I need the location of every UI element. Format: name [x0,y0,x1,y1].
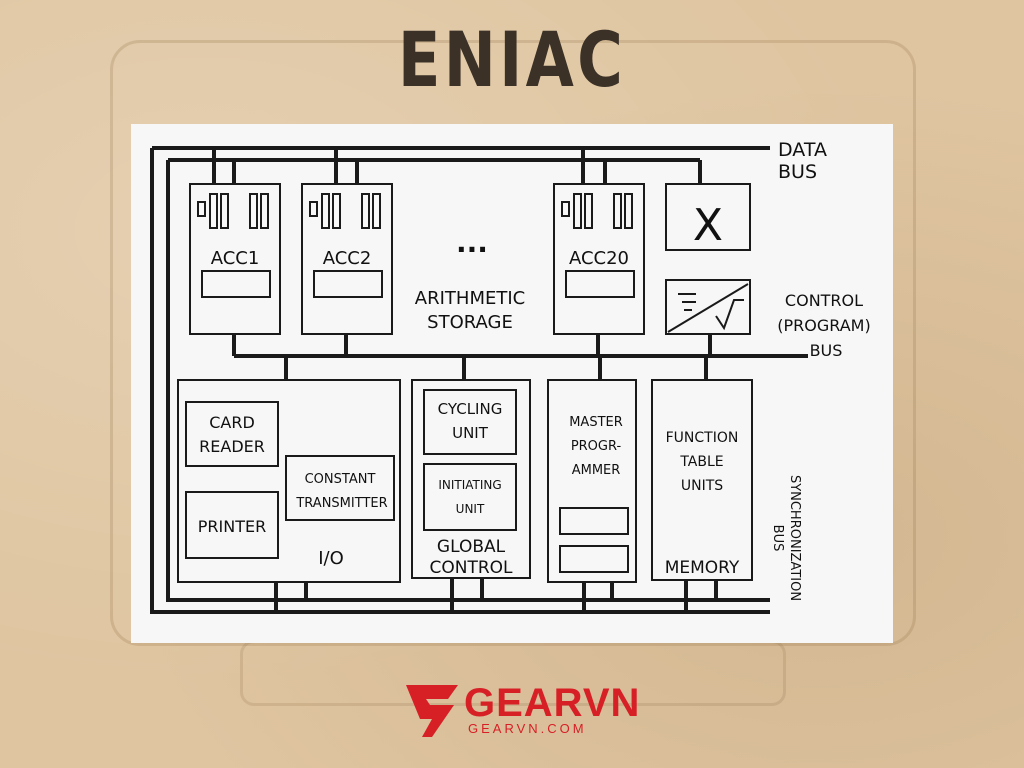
page-title: ENIAC [397,15,627,104]
global-control-label-1: GLOBAL [437,537,506,557]
gearvn-logo: GEARVN GEARVN.COM [402,681,639,741]
master-programmer-register-1 [559,507,629,535]
initiating-unit-box [423,463,517,531]
bus-lines [150,146,808,614]
constant-transmitter-label-2: TRANSMITTER [295,496,387,511]
printer-box [185,491,279,559]
printer-label: PRINTER [198,517,266,536]
divider-box [665,279,751,335]
function-table-label-3: UNITS [681,478,723,494]
master-programmer-label-3: AMMER [572,463,621,478]
accumulator-digit-marks [197,193,749,333]
acc20-register [565,270,635,298]
card-reader-box [185,401,279,467]
sync-bus-label-1: SYNCHRONIZATION [787,475,802,601]
sync-bus-taps [232,160,702,184]
cycling-unit-label-2: UNIT [452,424,489,442]
sync-bus-line [166,158,770,602]
global-control-box [411,379,531,579]
acc20-box [553,183,645,335]
bottom-bus-taps [274,578,718,612]
control-bus-label-2: (PROGRAM) [777,316,870,335]
sync-bus-label-2: BUS [770,525,785,552]
constant-transmitter-label-1: CONSTANT [305,472,376,487]
cycling-unit-label-1: CYCLING [438,400,503,418]
control-bus-label-3: BUS [810,341,843,360]
acc1-register [201,270,271,298]
data-bus-taps [212,148,585,184]
acc1-box [189,183,281,335]
data-bus-line [150,146,770,614]
cycling-unit-box [423,389,517,455]
control-bus-label-1: CONTROL [785,291,863,310]
constant-transmitter-box [285,455,395,521]
sqrt-symbol [715,299,744,331]
master-programmer-register-2 [559,545,629,573]
io-box [177,379,401,583]
master-programmer-label-2: PROGR- [571,439,622,454]
function-table-label-1: FUNCTION [666,430,739,446]
data-bus-label-2: BUS [778,161,817,183]
acc20-label: ACC20 [569,248,629,269]
control-bus-down-taps [284,356,708,380]
multiplier-box [665,183,751,251]
background-monitor-illustration [110,40,916,646]
initiating-unit-label-1: INITIATING [438,478,501,492]
card-reader-label-2: READER [199,437,265,456]
multiplier-symbol: X [693,200,723,251]
acc2-register [313,270,383,298]
control-bus-up-taps [232,334,712,356]
arithmetic-storage-label-2: STORAGE [427,312,513,333]
acc1-label: ACC1 [211,248,260,269]
unit-boxes [177,183,753,583]
acc2-box [301,183,393,335]
master-programmer-label-1: MASTER [569,415,623,430]
accumulators-ellipsis: ... [456,226,488,259]
card-reader-label-1: CARD [209,413,255,432]
divide-symbol [678,293,696,311]
divider-slash [667,283,749,333]
gearvn-logo-text: GEARVN [464,681,641,725]
gearvn-logo-icon [406,685,458,737]
io-label: I/O [318,548,344,569]
data-bus-label-1: DATA [778,139,827,161]
arithmetic-storage-label-1: ARITHMETIC [415,288,525,309]
global-control-label-2: CONTROL [429,558,513,578]
master-programmer-box [547,379,637,583]
memory-label: MEMORY [665,558,740,578]
initiating-unit-label-2: UNIT [456,502,485,516]
acc2-label: ACC2 [323,248,372,269]
gearvn-logo-url: GEARVN.COM [468,721,587,736]
function-table-label-2: TABLE [679,454,723,470]
memory-box [651,379,753,581]
